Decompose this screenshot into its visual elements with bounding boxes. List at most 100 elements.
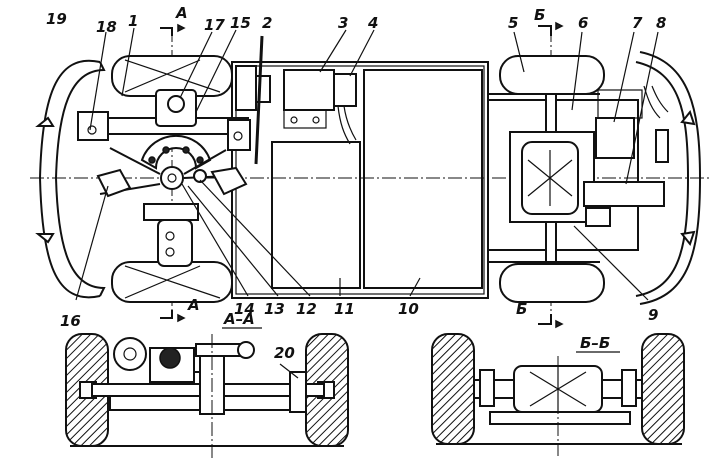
mount-bolt xyxy=(165,247,175,257)
bb-hub-right xyxy=(621,369,637,407)
label-10: 10 xyxy=(398,300,419,318)
leader-3 xyxy=(319,29,347,73)
aa-pulley-center xyxy=(123,347,137,361)
rear-bumper-inner xyxy=(635,61,690,297)
rear-motor-top xyxy=(597,89,643,119)
steering-column xyxy=(254,35,264,165)
rear-halfshaft-bottom xyxy=(545,221,557,263)
rear-motor-body xyxy=(583,181,665,207)
steering-knuckle-right xyxy=(210,166,248,196)
battery-compartment xyxy=(271,141,361,289)
motor xyxy=(283,69,335,111)
bb-wheel-left xyxy=(431,333,475,445)
section-label-a-bottom: А xyxy=(187,296,200,314)
leader-8 xyxy=(625,31,659,185)
axle-clamp-right xyxy=(227,119,251,151)
label-3: 3 xyxy=(338,14,348,32)
label-4: 4 xyxy=(367,14,378,32)
bracket xyxy=(235,65,257,111)
label-19: 19 xyxy=(46,10,67,28)
label-7: 7 xyxy=(632,14,643,32)
aa-pulley xyxy=(113,337,147,371)
leader-16 xyxy=(75,185,109,301)
label-5: 5 xyxy=(508,14,518,32)
mount-bolt xyxy=(312,116,320,124)
arrow-a-bottom xyxy=(177,313,186,323)
tie-rod-left-top xyxy=(109,147,161,175)
steering-knuckle-left xyxy=(96,168,132,198)
label-13: 13 xyxy=(264,300,285,318)
lower-bracket xyxy=(143,203,199,221)
sector-tooth xyxy=(162,146,170,154)
bumper-mount-bottom xyxy=(35,233,55,244)
motor-end xyxy=(333,73,357,107)
front-wheel-top-tread xyxy=(124,59,221,93)
battery-box xyxy=(363,69,483,289)
leader-15 xyxy=(195,29,237,113)
arrow-b-top xyxy=(555,21,564,31)
leader-6 xyxy=(571,31,583,111)
leader-10 xyxy=(409,277,421,297)
axle-bolt xyxy=(233,131,243,141)
label-11: 11 xyxy=(334,300,355,318)
motor-wires xyxy=(337,105,357,145)
leader-1 xyxy=(121,27,135,97)
steering-pivot xyxy=(167,95,185,113)
label-17: 17 xyxy=(204,16,225,34)
arrow-a-top xyxy=(177,23,186,33)
plan-view: 19 18 1 17 15 2 3 4 5 6 7 8 16 14 13 12 … xyxy=(30,4,710,330)
rear-bumper-mount-top xyxy=(680,109,696,126)
front-bumper-inner xyxy=(54,61,106,297)
rear-wheel-bottom xyxy=(499,263,605,303)
leader-18 xyxy=(89,31,107,131)
label-2: 2 xyxy=(262,14,272,32)
label-14: 14 xyxy=(234,300,255,318)
section-label-a-top: А xyxy=(175,4,188,22)
mount-bolt xyxy=(165,231,175,241)
label-12: 12 xyxy=(296,300,317,318)
leader-4 xyxy=(349,29,375,77)
leader-9 xyxy=(573,225,649,301)
bumper-mount-top xyxy=(35,116,55,127)
leader-7 xyxy=(613,31,635,123)
rear-bracket xyxy=(585,207,611,227)
label-1: 1 xyxy=(128,12,138,30)
label-16: 16 xyxy=(60,312,81,330)
bb-hub-left xyxy=(479,369,495,407)
arrow-b-bottom xyxy=(555,319,564,329)
rear-terminal xyxy=(655,129,669,163)
rear-wheel-top xyxy=(499,55,605,95)
bb-frame xyxy=(489,411,631,425)
leader-5 xyxy=(513,31,525,73)
rear-bumper-mount-bottom xyxy=(680,230,696,247)
leader-14 xyxy=(181,183,249,297)
front-wheel-bottom-tread xyxy=(124,265,221,299)
aa-gear xyxy=(159,347,181,369)
rear-halfshaft-top xyxy=(545,93,557,133)
rear-motor xyxy=(595,117,635,159)
section-a-a: А–А 20 xyxy=(65,310,349,460)
differential-gear xyxy=(527,150,573,206)
axle-bolt xyxy=(87,125,97,135)
leader-13 xyxy=(187,185,279,297)
section-a-top-mark xyxy=(160,27,173,36)
sector-tooth xyxy=(196,156,204,164)
rear-frame xyxy=(487,99,639,251)
section-title-b-b: Б–Б xyxy=(580,334,610,352)
label-15: 15 xyxy=(230,14,251,32)
king-pin xyxy=(160,166,184,190)
lower-mount xyxy=(157,219,193,267)
section-a-bottom-mark xyxy=(160,310,173,319)
front-bumper xyxy=(38,59,101,299)
label-20: 20 xyxy=(274,344,295,362)
label-8: 8 xyxy=(656,14,666,32)
rear-wires xyxy=(643,85,669,119)
leader-20 xyxy=(279,363,299,379)
section-b-bottom-mark xyxy=(538,314,552,325)
section-title-a-a: А–А xyxy=(223,310,255,328)
leader-17 xyxy=(179,31,213,99)
aa-bracket-right xyxy=(289,371,307,413)
king-pin-center xyxy=(167,173,177,183)
label-9: 9 xyxy=(648,306,658,324)
